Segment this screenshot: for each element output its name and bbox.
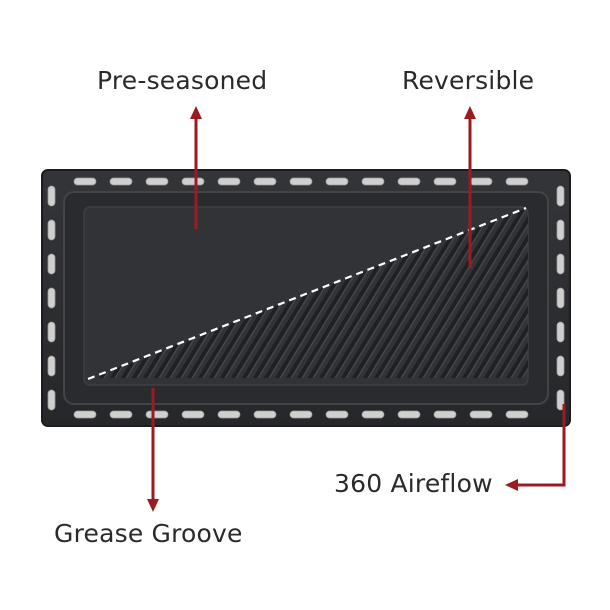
grill-rib: [450, 210, 528, 378]
airflow-slot: [47, 253, 56, 275]
airflow-slot: [397, 410, 421, 419]
airflow-slot: [556, 321, 565, 343]
grill-rib-highlight: [465, 210, 528, 378]
grill-rib: [573, 200, 610, 380]
grill-rib-highlight: [587, 200, 610, 380]
grill-rib: [483, 210, 528, 378]
grill-rib: [505, 210, 528, 378]
airflow-slot: [556, 287, 565, 309]
airflow-slot: [73, 410, 97, 419]
pre-seasoned-label: Pre-seasoned: [97, 66, 268, 95]
grill-rib: [606, 200, 610, 380]
airflow-slot: [556, 253, 565, 275]
arrow-down-icon: [147, 388, 159, 512]
airflow-slot: [217, 177, 241, 186]
airflow-slot: [217, 410, 241, 419]
arrow-right-icon: [505, 404, 566, 491]
airflow-slot: [181, 177, 205, 186]
reversible-divider-line: [87, 206, 527, 381]
airflow-slot: [469, 410, 493, 419]
grill-rib-highlight: [399, 210, 511, 378]
airflow-slot: [109, 410, 133, 419]
grill-rib-highlight: [454, 210, 528, 378]
airflow-slot: [361, 410, 385, 419]
airflow-slot: [47, 321, 56, 343]
airflow-slot: [361, 177, 385, 186]
airflow-slot: [469, 177, 493, 186]
grill-rib: [584, 200, 610, 380]
airflow-slot: [433, 410, 457, 419]
grill-rib: [595, 200, 610, 380]
airflow-slot: [145, 410, 169, 419]
airflow-slot: [253, 177, 277, 186]
grease-groove-label: Grease Groove: [54, 519, 243, 548]
grill-rib: [395, 210, 509, 378]
reversible-label: Reversible: [402, 66, 535, 95]
grill-rib: [384, 210, 498, 378]
airflow-slot: [73, 177, 97, 186]
airflow-slot: [325, 410, 349, 419]
airflow-slots: [47, 177, 565, 419]
airflow-slot: [556, 389, 565, 411]
airflow-slot: [47, 287, 56, 309]
airflow-slot: [556, 185, 565, 207]
grill-rib: [428, 210, 528, 378]
arrow-up-icon: [190, 106, 202, 229]
airflow-slot: [289, 410, 313, 419]
airflow-slot: [505, 410, 529, 419]
grill-rib: [494, 210, 528, 378]
airflow-slot: [47, 219, 56, 241]
airflow-slot: [109, 177, 133, 186]
grill-rib: [417, 210, 528, 378]
arrow-up-icon: [464, 106, 476, 268]
grill-rib: [406, 210, 520, 378]
grill-rib-highlight: [476, 210, 528, 378]
airflow-slot: [325, 177, 349, 186]
airflow-slot: [556, 355, 565, 377]
grill-rib: [461, 210, 528, 378]
grill-rib-highlight: [443, 210, 528, 378]
airflow-label: 360 Aireflow: [334, 469, 493, 498]
airflow-slot: [289, 177, 313, 186]
airflow-slot: [47, 185, 56, 207]
airflow-slot: [145, 177, 169, 186]
airflow-slot: [253, 410, 277, 419]
grill-rib-highlight: [498, 210, 528, 378]
airflow-slot: [505, 177, 529, 186]
airflow-slot: [181, 410, 205, 419]
airflow-slot: [47, 355, 56, 377]
airflow-slot: [556, 219, 565, 241]
grill-rib-highlight: [565, 200, 610, 380]
grill-rib-highlight: [410, 210, 522, 378]
grill-rib-highlight: [576, 200, 610, 380]
grill-rib-highlight: [487, 210, 528, 378]
grill-rib: [472, 210, 528, 378]
grill-rib-highlight: [598, 200, 610, 380]
airflow-slot: [47, 389, 56, 411]
grill-rib: [439, 210, 528, 378]
airflow-slot: [433, 177, 457, 186]
grill-rib-highlight: [432, 210, 528, 378]
airflow-slot: [397, 177, 421, 186]
grill-rib-highlight: [388, 210, 500, 378]
grill-rib-highlight: [421, 210, 528, 378]
